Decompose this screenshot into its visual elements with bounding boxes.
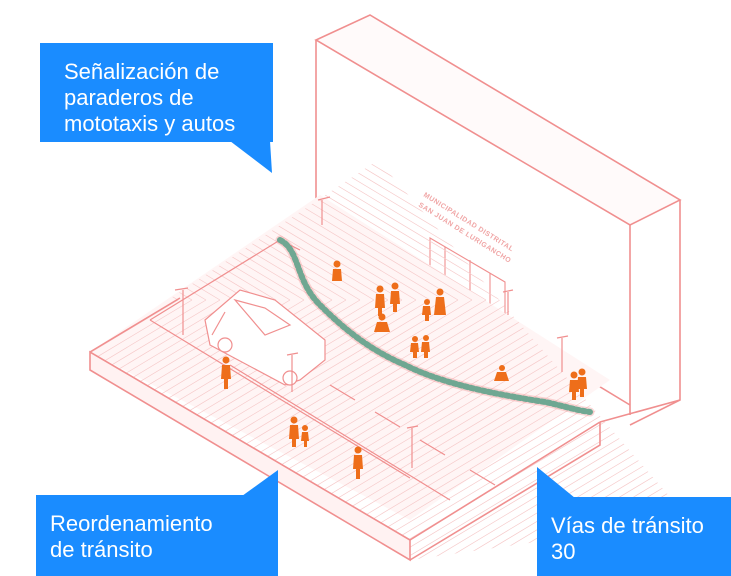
grid-line [90,160,473,301]
grid-line [90,160,445,301]
pedestrians [221,260,587,479]
grid-line [90,299,249,560]
grid-line [90,299,221,560]
grid-line [685,160,690,301]
grid-line [657,160,690,301]
street-lamps [174,196,569,468]
pedestrian [422,299,431,321]
grid-line [90,160,515,301]
callout-traffic: Reordenamiento de tránsito [36,495,278,576]
pedestrian [375,285,385,316]
pedestrian [569,371,579,400]
pedestrian [289,416,299,447]
grid-line [90,160,487,301]
grid-line [587,160,690,301]
grid-line [0,300,10,576]
grid-line [377,299,690,560]
grid-line [90,299,193,560]
pedestrian [353,446,363,479]
callout-pointer-speed [537,467,575,498]
pedestrian [390,282,400,312]
pedestrian [494,365,509,381]
callout-pointer-signage [230,141,272,173]
grid-line [90,160,431,301]
pedestrian [221,356,231,389]
grid-line [90,160,417,301]
grid-line [335,299,690,560]
grid-line [90,299,207,560]
grid-line [90,160,459,301]
callout-speed-line1: Vías de tránsito [551,513,704,538]
callout-signage-line2: paraderos de [64,85,194,110]
callout-pointers [230,141,575,498]
pedestrian [332,260,342,281]
callout-traffic-line1: Reordenamiento [50,511,213,536]
grid-line [671,160,690,301]
callout-traffic-line2: de tránsito [50,537,153,562]
building-sign: MUNICIPALIDAD DISTRITAL SAN JUAN DE LURI… [417,192,515,265]
grid-line [714,0,731,300]
callout-speed: Vías de tránsito 30 [537,497,731,576]
grid-line [90,299,235,560]
pedestrian [421,335,430,358]
callout-speed-line2: 30 [551,539,576,564]
base-block [89,297,601,562]
planting-strip [275,235,595,417]
grid-line [363,299,690,560]
grid-line [90,160,501,301]
grid-line [615,160,690,301]
grid-line [90,160,403,301]
grid-line [601,160,690,301]
building-sign-line1: MUNICIPALIDAD DISTRITAL [422,192,515,254]
grid-line [700,0,731,300]
callout-signage-line1: Señalización de [64,59,220,84]
pedestrian [301,425,309,447]
grid-line [0,0,38,300]
grid-line [90,160,529,301]
pedestrian [374,313,390,332]
callout-signage-line3: mototaxis y autos [64,111,236,136]
grid-line [90,160,333,301]
grid-line [90,160,361,301]
pedestrian [434,288,446,315]
grid-line [90,160,389,301]
callout-signage: Señalización de paraderos de mototaxis y… [40,43,273,142]
car-outline [204,289,326,386]
callout-pointer-traffic [242,470,278,496]
grid-line [349,299,690,560]
grid-line [0,0,24,300]
grid-line [90,299,263,560]
pedestrian [410,336,419,358]
grid-line [90,299,277,560]
grid-line [0,300,24,576]
grid-line [643,160,690,301]
grid-line [90,299,291,560]
grid-line [0,0,10,300]
grid-line [0,300,38,576]
pedestrian [577,368,587,397]
